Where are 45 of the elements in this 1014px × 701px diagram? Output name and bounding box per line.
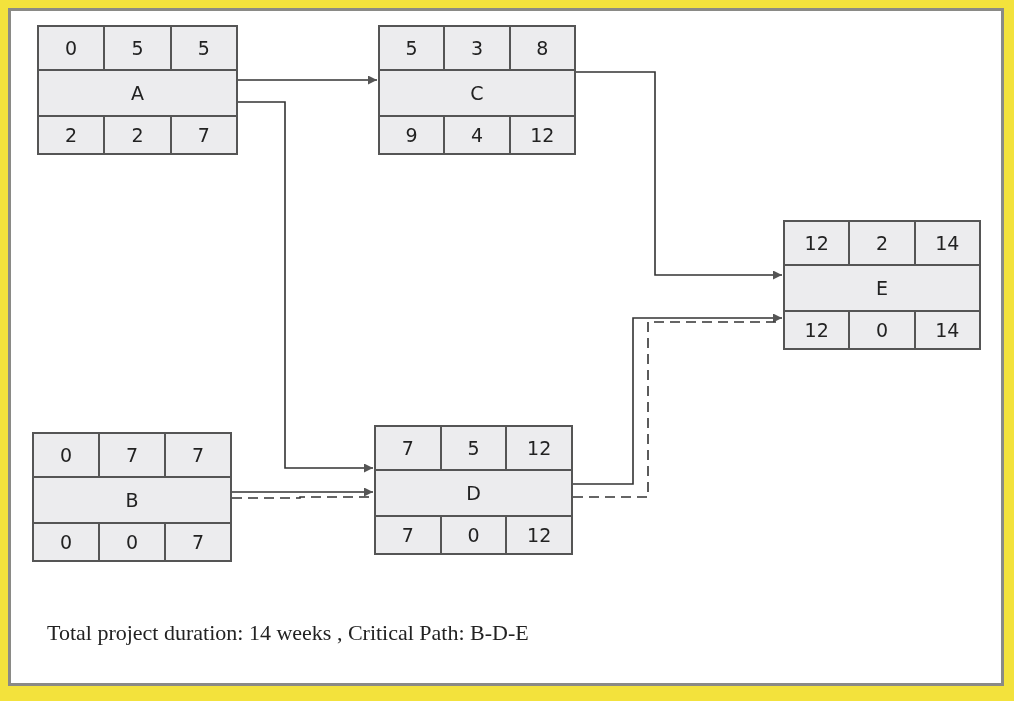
time-value: 0 [850,312,914,348]
arrow [237,75,378,85]
activity-name: C [380,71,574,115]
time-value: 2 [850,222,914,264]
time-value: 5 [105,27,170,69]
activity-node [783,220,981,350]
time-value: 12 [507,427,571,469]
arrow [231,487,374,497]
time-value: 5 [380,27,444,69]
time-value: 5 [441,427,506,469]
time-value: 14 [915,312,979,348]
time-value: 2 [105,117,170,153]
activity-node [32,432,232,562]
arrow [237,101,374,473]
time-value: 8 [510,27,574,69]
time-value: 7 [100,434,164,476]
time-value: 3 [445,27,509,69]
caption: Total project duration: 14 weeks , Critical Path: B-D-E [47,620,529,646]
activity-name: D [376,471,571,515]
time-value: 0 [34,434,98,476]
time-value: 12 [785,222,849,264]
activity-name: A [39,71,236,115]
time-value: 7 [166,434,230,476]
time-value: 0 [34,524,98,560]
time-value: 12 [785,312,849,348]
activity-node [378,25,576,155]
time-value: 0 [39,27,104,69]
arrow [575,71,783,280]
time-value: 7 [171,117,236,153]
time-value: 7 [166,524,230,560]
time-value: 12 [510,117,574,153]
activity-node [37,25,238,155]
activity-name: B [34,478,230,522]
activity-node [374,425,573,555]
time-value: 2 [39,117,104,153]
time-value: 9 [380,117,444,153]
time-value: 14 [915,222,979,264]
time-value: 12 [507,517,571,553]
time-value: 0 [441,517,506,553]
time-value: 7 [376,427,440,469]
time-value: 4 [445,117,509,153]
time-value: 5 [171,27,236,69]
time-value: 7 [376,517,440,553]
activity-name: E [785,266,979,310]
time-value: 0 [100,524,164,560]
